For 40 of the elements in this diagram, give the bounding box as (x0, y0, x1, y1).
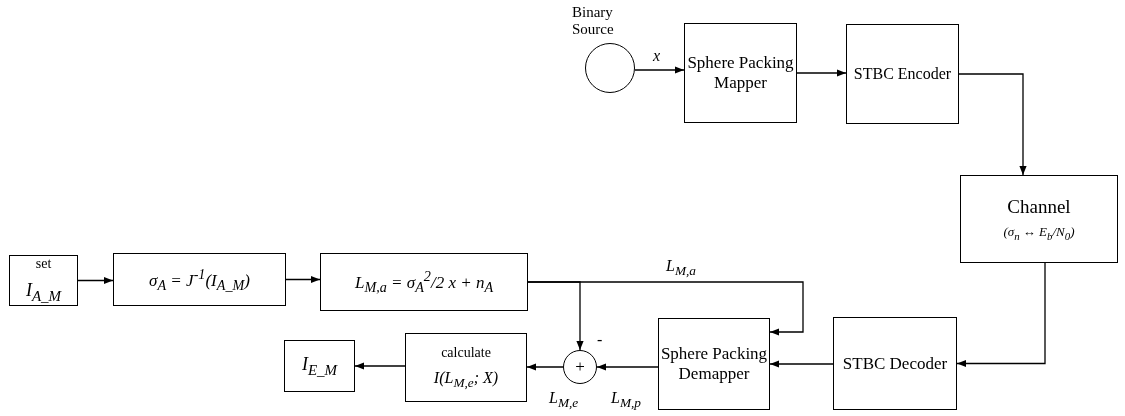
process-box (113, 253, 286, 306)
block-label: STBC Decoder (842, 353, 948, 374)
block-label: L$_{M,a}$ = σ$_{A}$$^{2}$/2 x + n$_{A}$ (354, 268, 494, 296)
process-box (684, 23, 797, 123)
block-label: I(L$_{M,e}$; X) (433, 368, 499, 391)
block-label: I$_{E_M}$ (301, 353, 338, 379)
arrow (596, 363, 659, 371)
edge-label: L$_{M,a}$ (665, 258, 697, 278)
process-box (658, 318, 770, 410)
arrow (956, 262, 1046, 368)
process-box (405, 333, 527, 402)
block-label: (σ$_{n}$ ↔ E$_{b}$/N$_{0}$) (1003, 225, 1075, 243)
block-label: + (575, 357, 585, 377)
arrow (354, 362, 406, 370)
arrow (526, 363, 564, 371)
node-label: Binary Source (572, 4, 615, 39)
edge-label: L$_{M,p}$ (610, 390, 642, 410)
block-label: σ$_{A}$ = J$^{-1}$(I$_{A_M}$) (149, 265, 250, 294)
arrow (527, 281, 584, 351)
arrow (285, 275, 321, 284)
arrow (958, 73, 1027, 176)
process-box (320, 253, 528, 311)
arrow (796, 69, 847, 77)
process-box (284, 340, 355, 392)
block-label: set (35, 256, 52, 273)
block-label: Sphere Packing Demapper (659, 344, 769, 384)
block-label: calculate (441, 344, 491, 361)
process-box (960, 175, 1118, 263)
arrow (634, 66, 685, 74)
arrow (77, 276, 114, 285)
summing-junction (563, 350, 597, 384)
block-label: Sphere Packing Mapper (686, 53, 795, 93)
arrow (769, 360, 834, 368)
process-box (833, 317, 957, 410)
process-box (846, 24, 959, 124)
edge-label: L$_{M,e}$ (548, 390, 580, 410)
process-box (9, 255, 78, 306)
block-label: STBC Encoder (853, 64, 952, 84)
block-label: Channel (1007, 195, 1071, 218)
block-label: I$_{A_M}$ (25, 280, 62, 305)
